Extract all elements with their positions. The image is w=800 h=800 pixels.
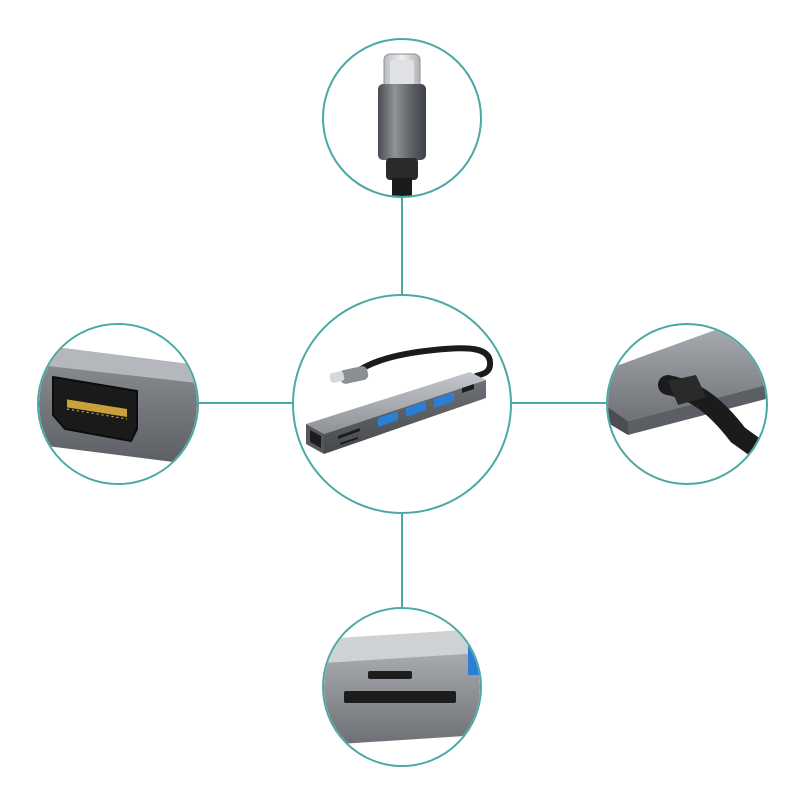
callout-sd-card-slot: [322, 607, 482, 767]
callout-cable-strain-relief: [606, 323, 768, 485]
callout-usb-c-connector: [322, 38, 482, 198]
cable-icon: [608, 329, 766, 465]
hdmi-port-icon: [39, 325, 197, 483]
hub-icon: [306, 345, 494, 454]
callout-hdmi-port: [37, 323, 199, 485]
sd-slot-icon: [324, 609, 480, 765]
callout-hub-overview: [292, 294, 512, 514]
usb-c-plug-icon: [378, 53, 426, 196]
